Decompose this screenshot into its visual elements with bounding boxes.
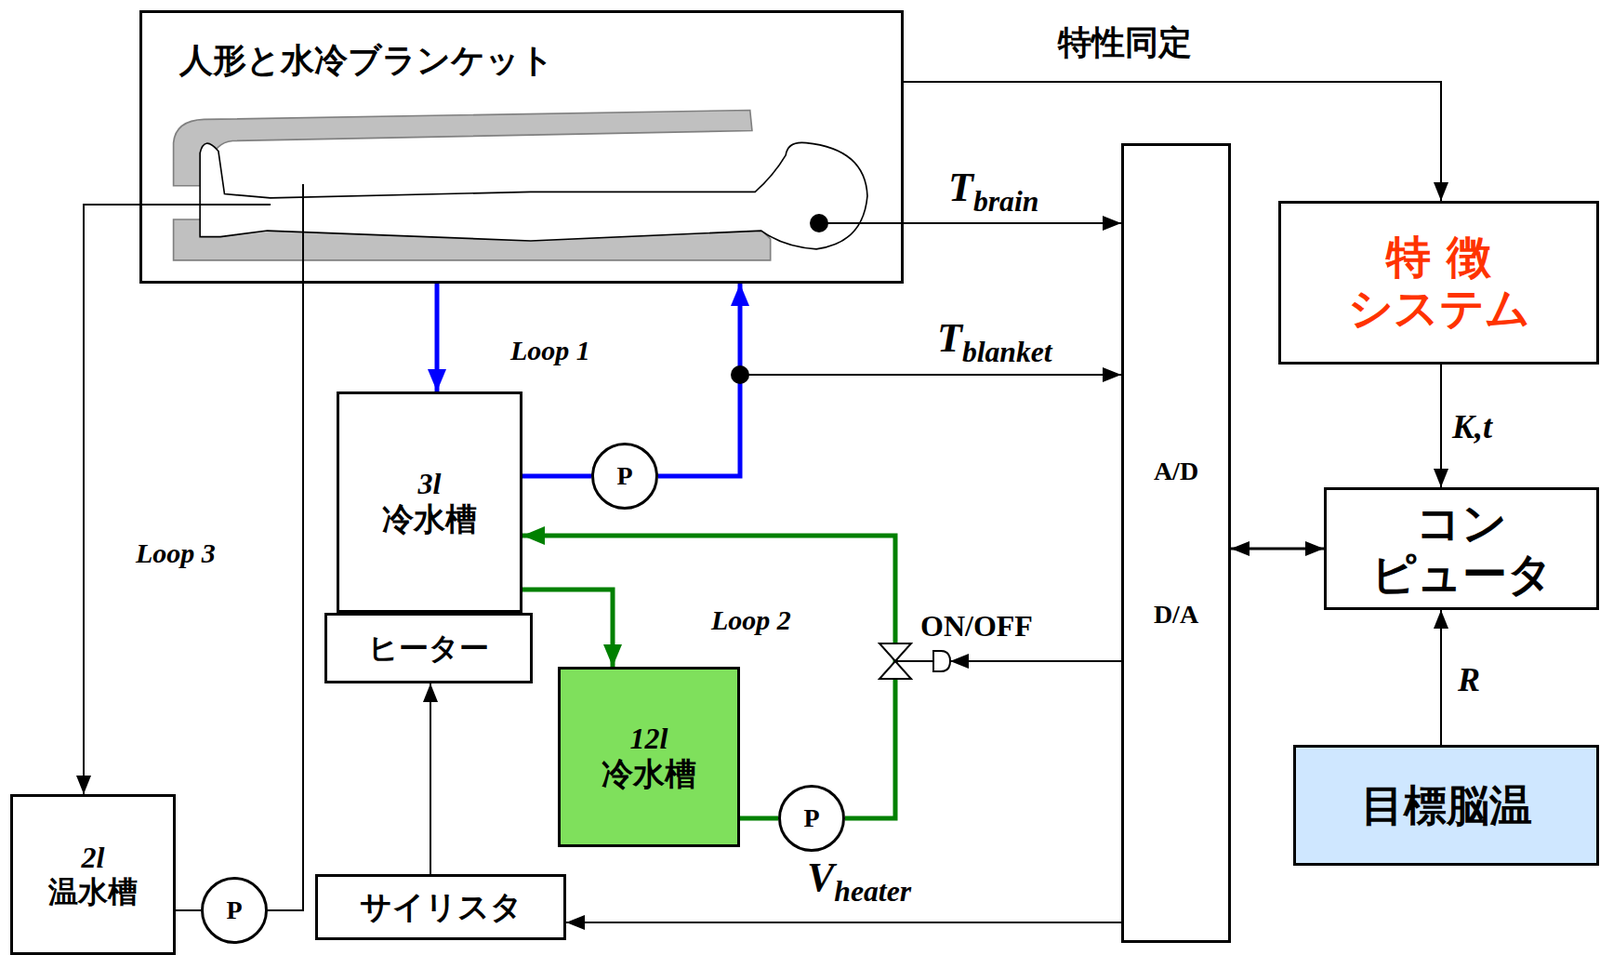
text-label: 冷水槽: [601, 755, 697, 793]
text-label: P: [225, 895, 242, 926]
connector: [903, 222, 1122, 225]
text-label: ヒーター: [368, 631, 490, 666]
text-label: P: [803, 803, 820, 834]
connector: [566, 921, 1122, 924]
edge-label: K,t: [1452, 409, 1493, 447]
text-label: 温水槽: [48, 874, 138, 910]
pump-circle: P: [591, 442, 659, 510]
text-label: P: [616, 461, 633, 491]
text-label: 冷水槽: [382, 501, 477, 538]
annotation-label: ON/OFF: [920, 609, 1033, 643]
cold-tank-3l: 3l冷水槽: [336, 391, 523, 613]
thyristor-box: サイリスタ: [315, 873, 567, 940]
text-label: D/A: [1153, 599, 1199, 630]
text-label: 特 徴 システム: [1299, 231, 1579, 334]
connector: [83, 204, 140, 794]
manikin-blanket-box: 人形と水冷ブランケット: [139, 10, 904, 284]
text-label: 人形と水冷ブランケット: [179, 40, 555, 80]
connector: [1440, 364, 1442, 488]
text-label: A/D: [1153, 456, 1199, 487]
connector: [175, 909, 201, 912]
connector: [1230, 547, 1324, 551]
computer-box: コン ピュータ: [1323, 487, 1600, 610]
feature-system-box: 特 徴 システム: [1278, 200, 1600, 365]
connector: [740, 816, 779, 821]
heater-box: ヒーター: [324, 612, 533, 684]
edge-label: 特性同定: [1057, 24, 1192, 62]
edge-label: R: [1457, 661, 1481, 700]
text-label: 2l: [81, 840, 106, 875]
annotation-label: Loop 1: [510, 334, 591, 366]
connector: [658, 283, 741, 477]
connector: [435, 283, 440, 392]
text-label: サイリスタ: [359, 888, 523, 926]
annotation-label: Loop 2: [711, 604, 792, 635]
edge-label: Vheater: [806, 855, 912, 909]
doll-illustration: [173, 110, 868, 261]
cold-tank-12l: 12l冷水槽: [557, 666, 741, 847]
annotation-label: Loop 3: [135, 537, 216, 569]
pump-circle: P: [200, 876, 268, 944]
warm-tank-2l: 2l温水槽: [10, 793, 176, 955]
text-label: 目標脳温: [1361, 780, 1533, 831]
connector: [1440, 609, 1442, 745]
annotation-label: Tblanket: [937, 316, 1053, 370]
target-temp-box: 目標脳温: [1293, 744, 1600, 866]
edge-label: Tbrain: [948, 165, 1039, 219]
text-label: コン ピュータ: [1340, 497, 1583, 600]
connector: [429, 683, 432, 874]
text-label: 12l: [630, 721, 669, 756]
connector: [522, 589, 613, 667]
pump-circle: P: [778, 784, 846, 852]
valve-symbol: [879, 643, 951, 679]
connector: [267, 283, 304, 911]
connector: [522, 474, 592, 479]
adda-converter-box: A/D D/A: [1121, 143, 1231, 943]
text-label: 3l: [418, 466, 442, 502]
